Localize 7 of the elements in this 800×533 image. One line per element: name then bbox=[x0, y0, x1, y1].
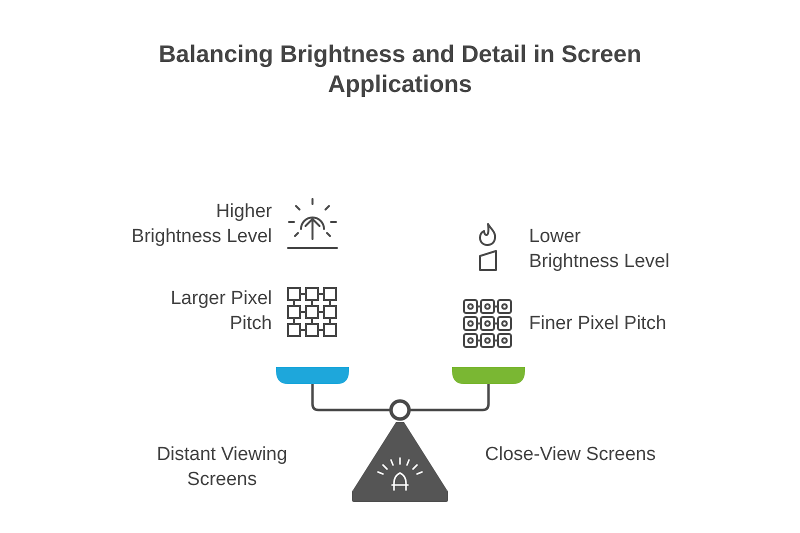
label-text: Larger Pixel Pitch bbox=[170, 287, 272, 336]
diagram-title: Balancing Brightness and Detail in Screen Applications bbox=[158, 40, 642, 100]
label-text: Higher Brightness Level bbox=[130, 200, 272, 249]
label-text: Close-View Screens bbox=[485, 443, 657, 467]
label-text: Lower Brightness Level bbox=[529, 225, 670, 274]
label-text: Finer Pixel Pitch bbox=[529, 312, 668, 336]
label-text: Distant Viewing Screens bbox=[156, 443, 288, 492]
